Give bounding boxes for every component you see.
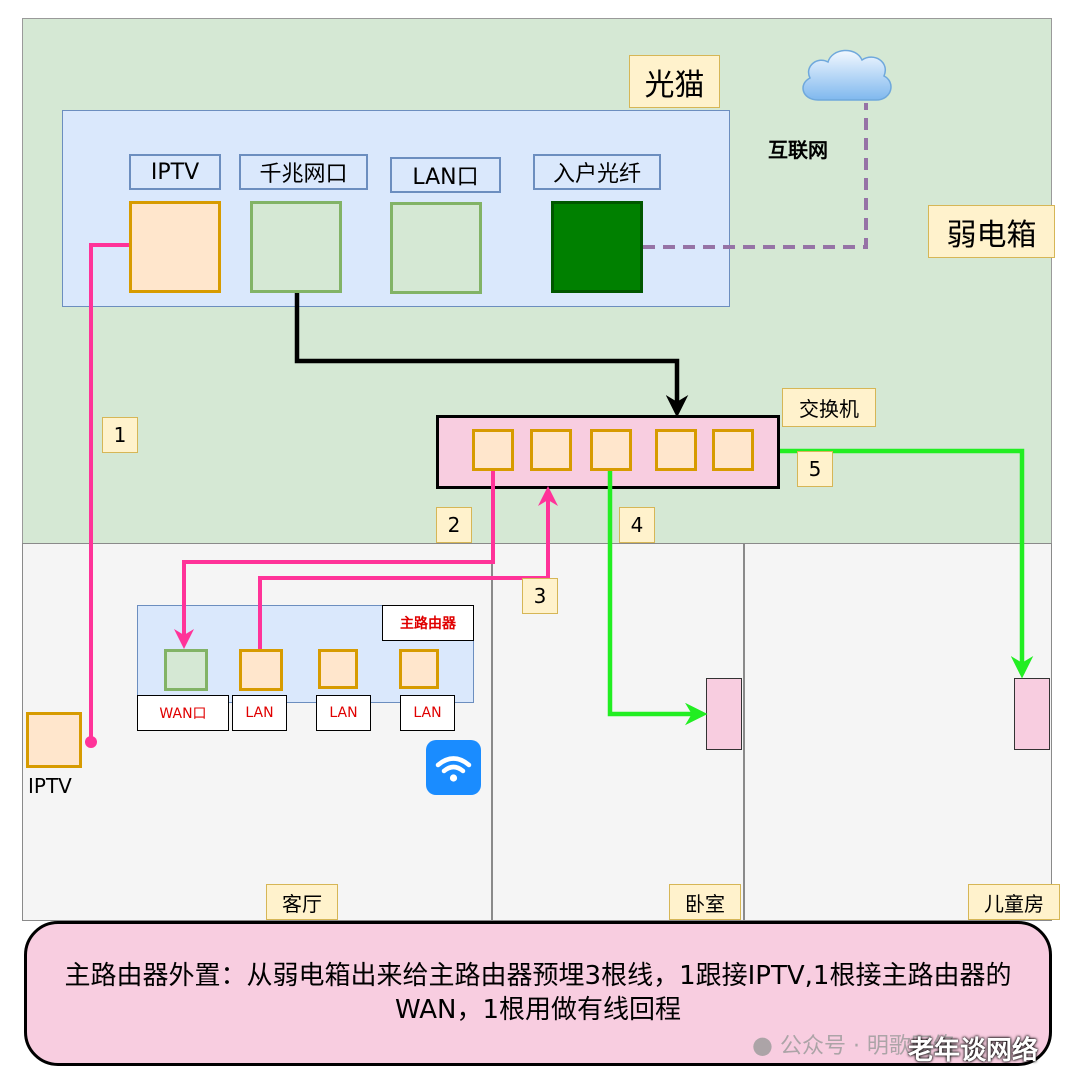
modem-fiber-port [551,201,643,293]
bedroom-label: 卧室 [669,884,741,920]
cable-number-4: 4 [619,507,655,543]
modem-port-label-iptv: IPTV [129,154,221,190]
uplink-cable [294,293,689,418]
bedroom-outlet [706,678,742,750]
router-wan-port [164,649,208,691]
watermark-overlay: 老年谈网络 [908,1036,1039,1066]
iptv-cable [89,243,129,742]
cable-number-1: 1 [102,417,138,453]
kids-room-label: 儿童房 [968,884,1060,920]
router-port-label-lan-1: LAN [232,695,287,731]
kids-room-zone [744,543,1052,921]
wan-cable [174,471,495,649]
main-router-title: 主路由器 [382,605,474,641]
router-port-label-wan: WAN口 [137,695,229,731]
router-lan-port-2 [318,649,358,689]
modem-port-label-gigabit: 千兆网口 [239,154,368,190]
router-lan-port-1 [239,649,283,691]
cable-number-2: 2 [436,507,472,543]
switch-port-1 [472,429,514,471]
optical-modem-title: 光猫 [629,55,720,108]
modem-gigabit-port [250,201,342,293]
kids-room-outlet [1014,678,1050,750]
switch-port-5 [712,429,754,471]
switch-port-4 [655,429,697,471]
modem-lan-port [390,202,482,294]
watermark-source: ● 公众号 · 明歌网络 [752,1028,955,1060]
living-room-label: 客厅 [266,884,338,920]
modem-port-label-lan: LAN口 [390,157,501,193]
router-port-label-lan-2: LAN [316,695,371,731]
weak-current-box-label: 弱电箱 [928,205,1055,258]
internet-label: 互联网 [768,138,828,162]
explanation-text: 主路由器外置：从弱电箱出来给主路由器预埋3根线，1跟接IPTV,1根接主路由器的… [64,960,1012,1025]
iptv-box-label: IPTV [28,774,72,798]
fiber-link [643,103,868,249]
kids-room-cable [780,448,1034,679]
switch-port-3 [590,429,632,471]
modem-port-label-fiber: 入户光纤 [533,154,661,190]
switch-port-2 [530,429,572,471]
iptv-cable-end [85,736,97,748]
watermark-source-text: 公众号 · 明歌网络 [779,1034,955,1059]
switch-label: 交换机 [782,388,876,427]
cloud-icon [802,49,892,101]
explanation-note: 主路由器外置：从弱电箱出来给主路由器预埋3根线，1跟接IPTV,1根接主路由器的… [24,921,1052,1066]
cable-number-5: 5 [797,451,833,487]
modem-iptv-port [129,201,221,293]
wifi-icon [426,740,481,795]
wechat-icon: ● [752,1031,773,1059]
iptv-box [26,712,82,768]
cable-number-3: 3 [522,578,558,614]
bedroom-cable [607,471,708,726]
router-lan-port-3 [399,649,439,689]
router-port-label-lan-3: LAN [400,695,455,731]
backhaul-cable [258,486,558,649]
